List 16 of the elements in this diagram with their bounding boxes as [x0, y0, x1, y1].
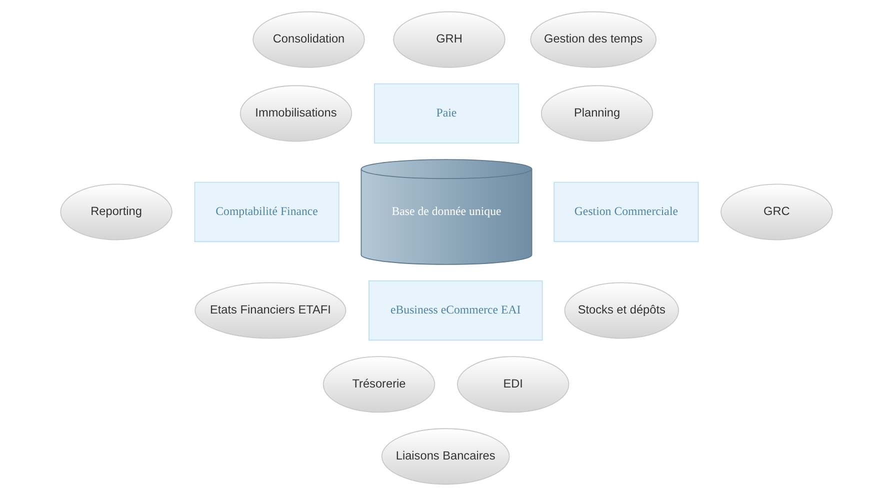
node-ellipse: Etats Financiers ETAFI	[194, 282, 346, 339]
node-ellipse: Gestion des temps	[530, 11, 656, 68]
node-box: Comptabilité Finance	[194, 182, 339, 242]
node-ellipse: EDI	[456, 356, 569, 413]
node-ellipse: Trésorerie	[322, 356, 435, 413]
node-box: eBusiness eCommerce EAI	[368, 280, 542, 341]
node-box: Paie	[373, 83, 519, 144]
node-ellipse: GRC	[720, 184, 832, 240]
node-ellipse: Planning	[540, 85, 653, 142]
node-ellipse: Liaisons Bancaires	[380, 428, 510, 485]
node-box: Gestion Commerciale	[553, 182, 698, 242]
node-ellipse: Immobilisations	[239, 85, 352, 142]
node-ellipse: Reporting	[60, 184, 172, 240]
node-ellipse: Consolidation	[252, 11, 364, 68]
node-ellipse: GRH	[392, 11, 505, 68]
node-ellipse: Stocks et dépôts	[564, 282, 678, 339]
